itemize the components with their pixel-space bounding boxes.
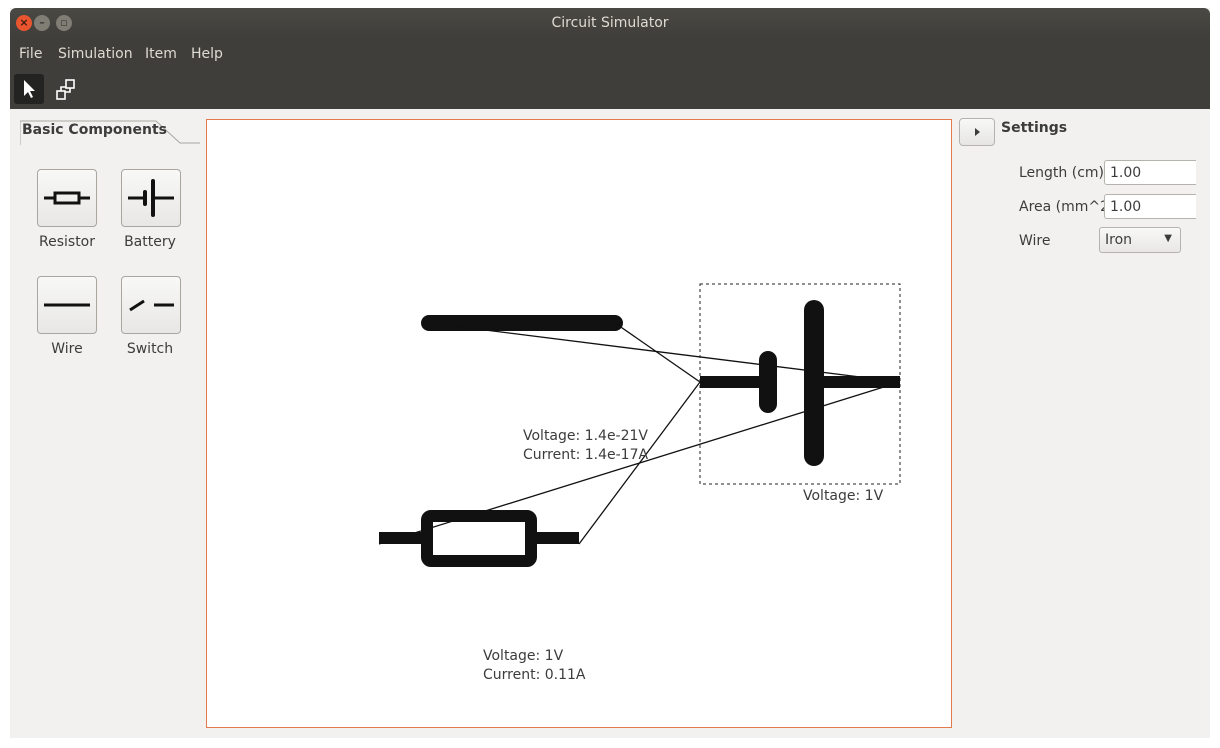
wire-readout: Voltage: 1.4e-21V Current: 1.4e-17A	[523, 427, 648, 465]
title-bar: × – ▫ Circuit Simulator	[10, 8, 1210, 38]
settings-expander-button[interactable]	[959, 118, 995, 146]
chevron-down-icon: ▼	[1164, 233, 1172, 244]
battery-button[interactable]	[121, 169, 181, 227]
wire-voltage-label: Voltage: 1.4e-21V	[523, 428, 649, 444]
settings-title: Settings	[1001, 120, 1068, 136]
resistor-readout: Voltage: 1V Current: 0.11A	[483, 647, 586, 685]
wire-button[interactable]	[37, 276, 97, 334]
switch-icon	[129, 299, 174, 312]
select-tool-button[interactable]	[14, 74, 44, 104]
menu-item[interactable]: Item	[145, 46, 177, 62]
menu-bar: File Simulation Item Help	[10, 38, 1210, 70]
wire-material-select[interactable]: Iron ▼	[1099, 227, 1181, 253]
resistor-button[interactable]	[37, 169, 97, 227]
connection-line	[428, 322, 901, 383]
resistor-icon	[44, 191, 90, 205]
battery-label: Battery	[124, 234, 176, 250]
connect-nodes-icon	[56, 79, 75, 100]
menu-file[interactable]: File	[19, 46, 43, 62]
app-window: × – ▫ Circuit Simulator File Simulation …	[10, 8, 1210, 738]
circuit-canvas[interactable]: Voltage: 1.4e-21V Current: 1.4e-17A Volt…	[206, 119, 952, 728]
connection-line	[614, 322, 701, 383]
maximize-window-icon[interactable]: ▫	[56, 15, 72, 31]
wire-material-label: Wire	[1019, 233, 1051, 249]
wire-material-value: Iron	[1105, 232, 1133, 248]
wire-current-label: Current: 1.4e-17A	[523, 447, 649, 463]
resistor-current-label: Current: 0.11A	[483, 667, 586, 683]
switch-button[interactable]	[121, 276, 181, 334]
palette-tab-outline	[20, 120, 200, 145]
menu-help[interactable]: Help	[191, 46, 223, 62]
area-label: Area (mm^2)	[1019, 199, 1107, 215]
length-label: Length (cm)	[1019, 165, 1104, 181]
arrow-pointer-icon	[24, 80, 35, 98]
window-title: Circuit Simulator	[551, 15, 669, 31]
length-input[interactable]	[1104, 160, 1196, 185]
area-input[interactable]	[1104, 194, 1196, 219]
triangle-right-icon	[975, 128, 980, 136]
toolbar	[10, 70, 1210, 109]
wire-icon	[44, 303, 90, 307]
battery-icon	[128, 179, 174, 217]
connect-tool-button[interactable]	[50, 74, 80, 104]
battery-voltage-label: Voltage: 1V	[803, 488, 884, 504]
tab-basic-components[interactable]: Basic Components	[22, 122, 167, 138]
resistor-body	[421, 510, 537, 567]
resistor-label: Resistor	[39, 234, 95, 250]
wire-label: Wire	[51, 341, 83, 357]
resistor-voltage-label: Voltage: 1V	[483, 648, 564, 664]
circuit-drawing	[378, 283, 901, 567]
menu-simulation[interactable]: Simulation	[58, 46, 133, 62]
switch-label: Switch	[126, 341, 174, 357]
close-window-icon[interactable]: ×	[16, 15, 32, 31]
minimize-window-icon[interactable]: –	[34, 15, 50, 31]
